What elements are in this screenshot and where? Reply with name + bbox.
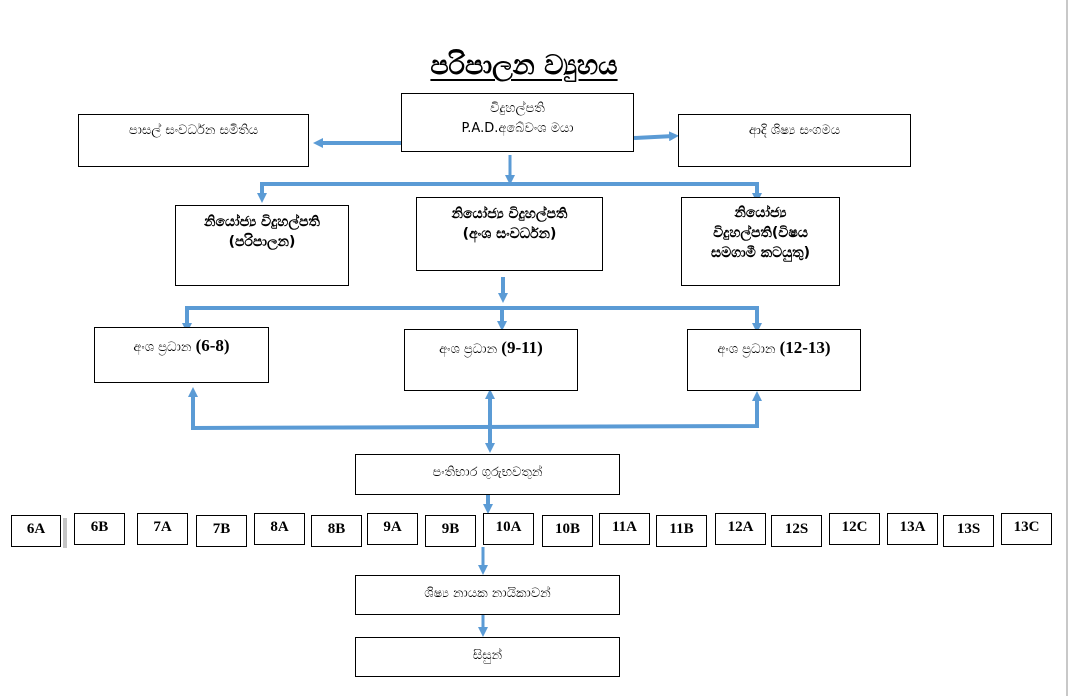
arrow-principal-to-pastpupils [633, 131, 679, 142]
school-dev-committee-box: පාසල් සංවර්ධන සමිතිය [78, 114, 309, 167]
class-box: 11B [656, 515, 707, 547]
section-head-range: (6-8) [195, 336, 230, 355]
bus-deputies [260, 182, 762, 203]
class-teachers-label: පංතිභාර ගුරුභවතුන් [432, 465, 543, 480]
class-box: 13S [943, 515, 994, 547]
section-head-label: අංශ ප්‍රධාන [133, 340, 192, 355]
principal-role: විදුහල්පති [490, 101, 545, 116]
class-box: 12S [771, 515, 822, 547]
text-cursor-marker [63, 518, 67, 548]
deputy-cocurricular-line3: සමගාමී කටයුතු) [711, 245, 810, 261]
section-head-label: අංශ ප්‍රධාන [439, 342, 498, 357]
class-box: 10A [483, 513, 534, 545]
class-box: 7B [196, 515, 247, 547]
class-box: 11A [599, 513, 650, 545]
class-teachers-box: පංතිභාර ගුරුභවතුන් [355, 454, 620, 495]
section-head-label: අංශ ප්‍රධාන [717, 342, 776, 357]
deputy-admin-dept: (පරිපාලන) [228, 234, 296, 250]
bus-section-heads [185, 306, 762, 333]
past-pupils-box: ආදි ශිෂ්‍ය සංගමය [678, 114, 911, 167]
deputy-cocurricular-line1: නියෝජ්‍ය [734, 205, 787, 221]
class-box: 8A [254, 513, 305, 545]
class-box: 9B [425, 515, 476, 547]
class-box: 13A [887, 513, 938, 545]
class-box: 7A [137, 513, 188, 545]
past-pupils-label: ආදි ශිෂ්‍ය සංගමය [748, 123, 841, 138]
principal-name: P.A.D.අබේවංශ මයා [461, 121, 574, 136]
principal-box: විදුහල්පති P.A.D.අබේවංශ මයා [401, 93, 634, 152]
deputy-section-dev-dept: (අංශ සංවර්ධන) [462, 226, 557, 242]
class-box: 13C [1001, 513, 1052, 545]
class-box: 10B [542, 515, 593, 547]
section-head-range: (9-11) [501, 338, 543, 357]
deputy-admin-title: නියෝජ්‍ය විදුහල්පති [204, 214, 320, 230]
class-box: 6B [74, 513, 125, 545]
deputy-section-dev-box: නියෝජ්‍ය විදුහල්පති (අංශ සංවර්ධන) [416, 197, 603, 271]
section-head-9-11-box: අංශ ප්‍රධාන (9-11) [404, 329, 578, 391]
school-dev-committee-label: පාසල් සංවර්ධන සමිතිය [128, 123, 259, 138]
deputy-cocurricular-line2: විදුහල්පති(විෂය [713, 225, 808, 241]
section-head-6-8-box: අංශ ප්‍රධාන (6-8) [94, 327, 269, 383]
class-box: 6A [11, 515, 61, 547]
prefects-box: ශිෂ්‍ය නායක නායිකාවන් [355, 575, 620, 615]
prefects-label: ශිෂ්‍ය නායක නායිකාවන් [424, 586, 551, 601]
class-box: 12A [715, 513, 766, 545]
deputy-admin-box: නියෝජ්‍ය විදුහල්පති (පරිපාලන) [175, 205, 349, 286]
section-head-12-13-box: අංශ ප්‍රධාන (12-13) [687, 329, 861, 391]
deputy-cocurricular-box: නියෝජ්‍ය විදුහල්පති(විෂය සමගාමී කටයුතු) [681, 197, 840, 286]
class-box: 12C [829, 513, 880, 545]
students-label: සිසුන් [472, 648, 503, 663]
deputy-section-dev-title: නියෝජ්‍ය විදුහල්පති [451, 206, 568, 222]
loop-section-heads [191, 391, 762, 431]
page-edge-divider [1066, 0, 1068, 696]
diagram-title: පරිපාලන ව්‍යුහය [430, 50, 618, 81]
section-head-range: (12-13) [779, 338, 831, 357]
class-box: 8B [311, 515, 362, 547]
class-box: 9A [367, 513, 418, 545]
students-box: සිසුන් [355, 637, 620, 677]
